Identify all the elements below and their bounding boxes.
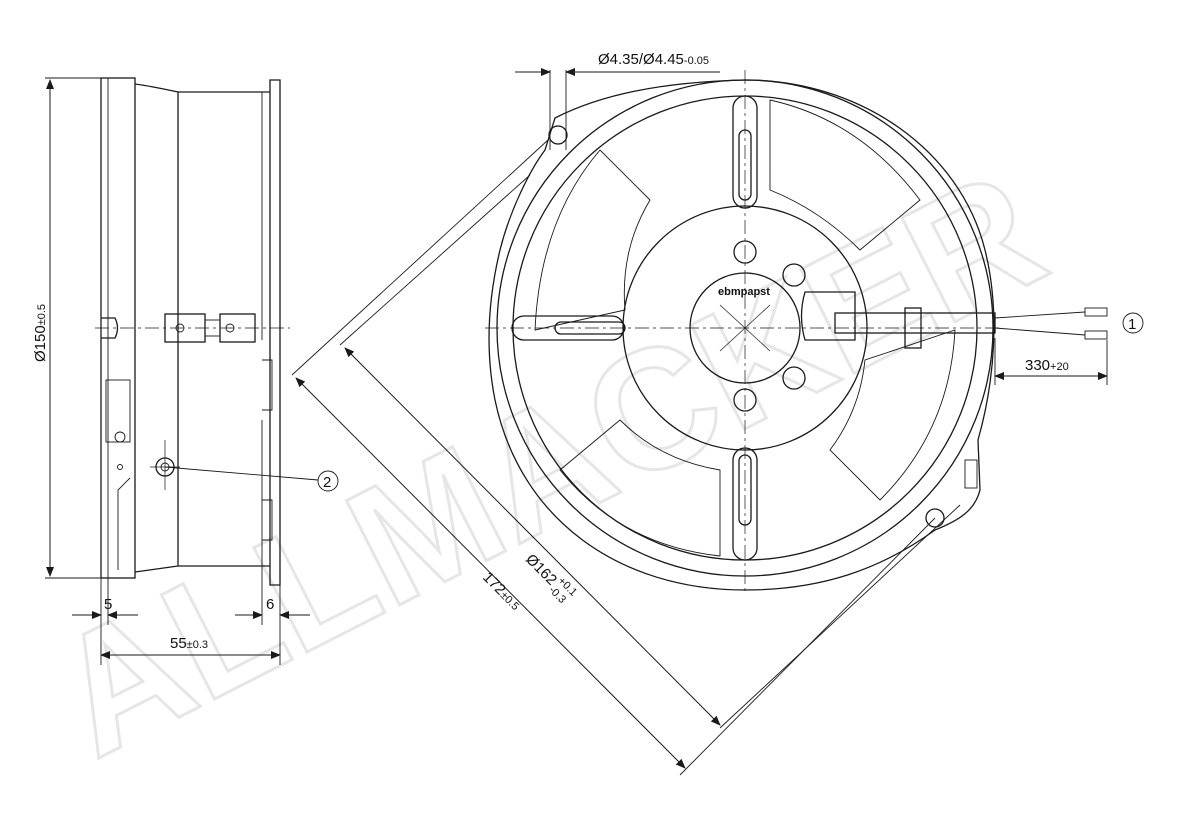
watermark: ALLMACKER <box>24 133 1072 794</box>
fan-blade <box>769 99 921 251</box>
ground-symbol-icon <box>114 431 126 443</box>
callout-2-label: 2 <box>323 474 331 491</box>
dim-diameter-150: Ø150±0.5 <box>32 304 49 362</box>
callout-1 <box>1122 312 1144 334</box>
fan-blade <box>829 329 956 501</box>
mounting-hole <box>548 125 568 145</box>
side-body-bottom <box>134 565 270 573</box>
watermark-text: ALLMACKER <box>26 135 1071 793</box>
side-view: Ø150±0.5 5 6 55±0.3 2 <box>32 77 339 665</box>
side-body-top <box>134 83 270 93</box>
cable-sheath <box>834 312 996 334</box>
brand-logo: ebmpapst <box>718 286 770 298</box>
dim-width-55: 55±0.3 <box>170 635 208 652</box>
fan-blade <box>534 149 651 331</box>
mounting-hole <box>925 508 945 528</box>
front-housing-outline <box>488 79 995 591</box>
front-view: ebmpapst Ø4.35/Ø4.45-0.05 Ø162 +0.1 -0.3… <box>291 51 1144 776</box>
dim-flange-right: 6 <box>266 596 274 613</box>
cable-channel <box>800 291 856 341</box>
callout-1-label: 1 <box>1128 316 1136 333</box>
dim-hole-diameter: Ø4.35/Ø4.45-0.05 <box>598 51 709 68</box>
dim-flange-left: 5 <box>104 596 112 613</box>
side-stub <box>101 317 119 339</box>
dim-lead-330: 330+20 <box>1025 357 1069 374</box>
